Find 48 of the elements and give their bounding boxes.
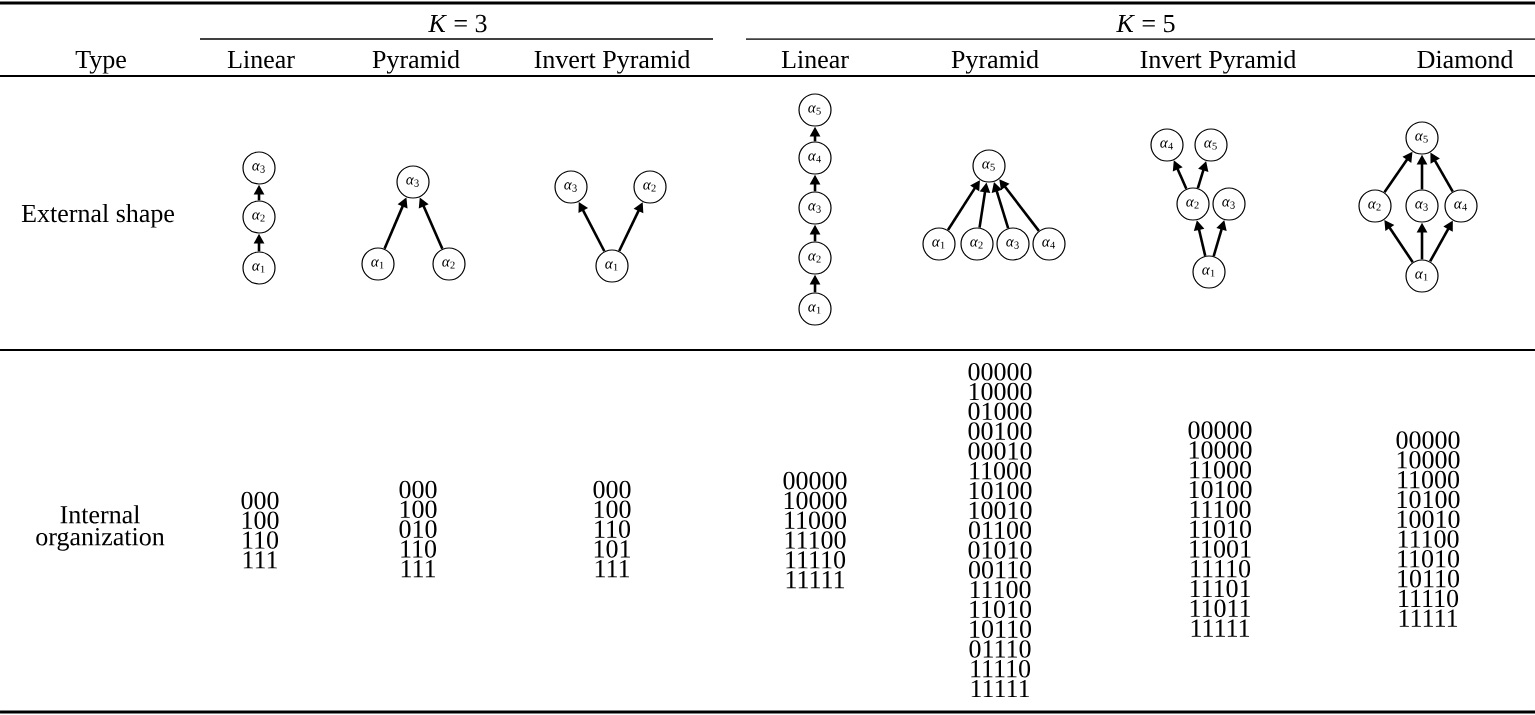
bit-string-list: 00000 10000 11000 10100 11100 11010 11001 11110 11101 11011 11111 [1188,421,1252,637]
circle-node: α$_{4}$ [1032,227,1066,261]
column-heading: Linear [781,50,849,69]
column-heading: Pyramid [951,49,1039,74]
circle-node: α$_{1}$ [1405,259,1439,293]
column-heading: Invert Pyramid [534,49,691,74]
circle-node: α$_{1}$ [798,292,832,326]
row-heading: Internal organization [36,505,165,551]
column-heading: Invert Pyramid [1140,49,1297,74]
bit-string-list: 00000 10000 11000 11100 11110 11111 [783,471,847,589]
circle-node: α$_{5}$ [1194,128,1228,162]
circle-node: α$_{3}$ [1212,187,1246,221]
bit-string-list: 000 100 010 110 111 [399,480,437,578]
circle-node: α$_{2}$ [633,170,667,204]
circle-node: α$_{4}$ [1150,128,1184,162]
bit-string-list: 00000 10000 11000 10100 10010 11100 11010 10110 11110 11111 [1396,431,1460,627]
circle-node: α$_{1}$ [361,247,395,281]
circle-node: α$_{1}$ [922,227,956,261]
circle-node: α$_{2}$ [1176,187,1210,221]
column-heading: Pyramid [372,49,460,74]
column-heading: Diamond [1417,49,1514,69]
bit-string-list: 000 100 110 111 [241,491,279,569]
circle-node: α$_{3}$ [242,151,276,185]
circle-node: α$_{2}$ [1358,189,1392,223]
bit-string-list: 000 100 110 101 111 [593,480,631,578]
bit-string-list: 00000 10000 01000 00100 00010 11000 10100 10010 01100 01010 00110 11100 11010 10110 01110 11110 11111 [968,362,1032,698]
column-heading: Type [75,50,126,74]
circle-node: α$_{4}$ [798,141,832,175]
circle-node: α$_{3}$ [396,165,430,199]
circle-node: α$_{2}$ [798,241,832,275]
circle-node: α$_{2}$ [960,227,994,261]
circle-node: α$_{1}$ [242,251,276,285]
circle-node: α$_{4}$ [1444,189,1478,223]
circle-node: α$_{3}$ [1405,189,1439,223]
circle-node: α$_{3}$ [996,227,1030,261]
circle-node: α$_{2}$ [242,200,276,234]
circle-node: α$_{5}$ [798,93,832,127]
circle-node: α$_{1}$ [1192,255,1226,289]
circle-node: α$_{2}$ [432,247,466,281]
circle-node: α$_{3}$ [798,191,832,225]
circle-node: α$_{1}$ [595,249,629,283]
group-heading: K = 5 [1116,14,1175,33]
circle-node: α$_{5}$ [972,149,1006,183]
row-heading: External shape [21,203,174,228]
column-heading: Linear [227,50,295,69]
group-heading: K = 3 [428,14,487,33]
circle-node: α$_{3}$ [554,170,588,204]
circle-node: α$_{5}$ [1405,121,1439,155]
